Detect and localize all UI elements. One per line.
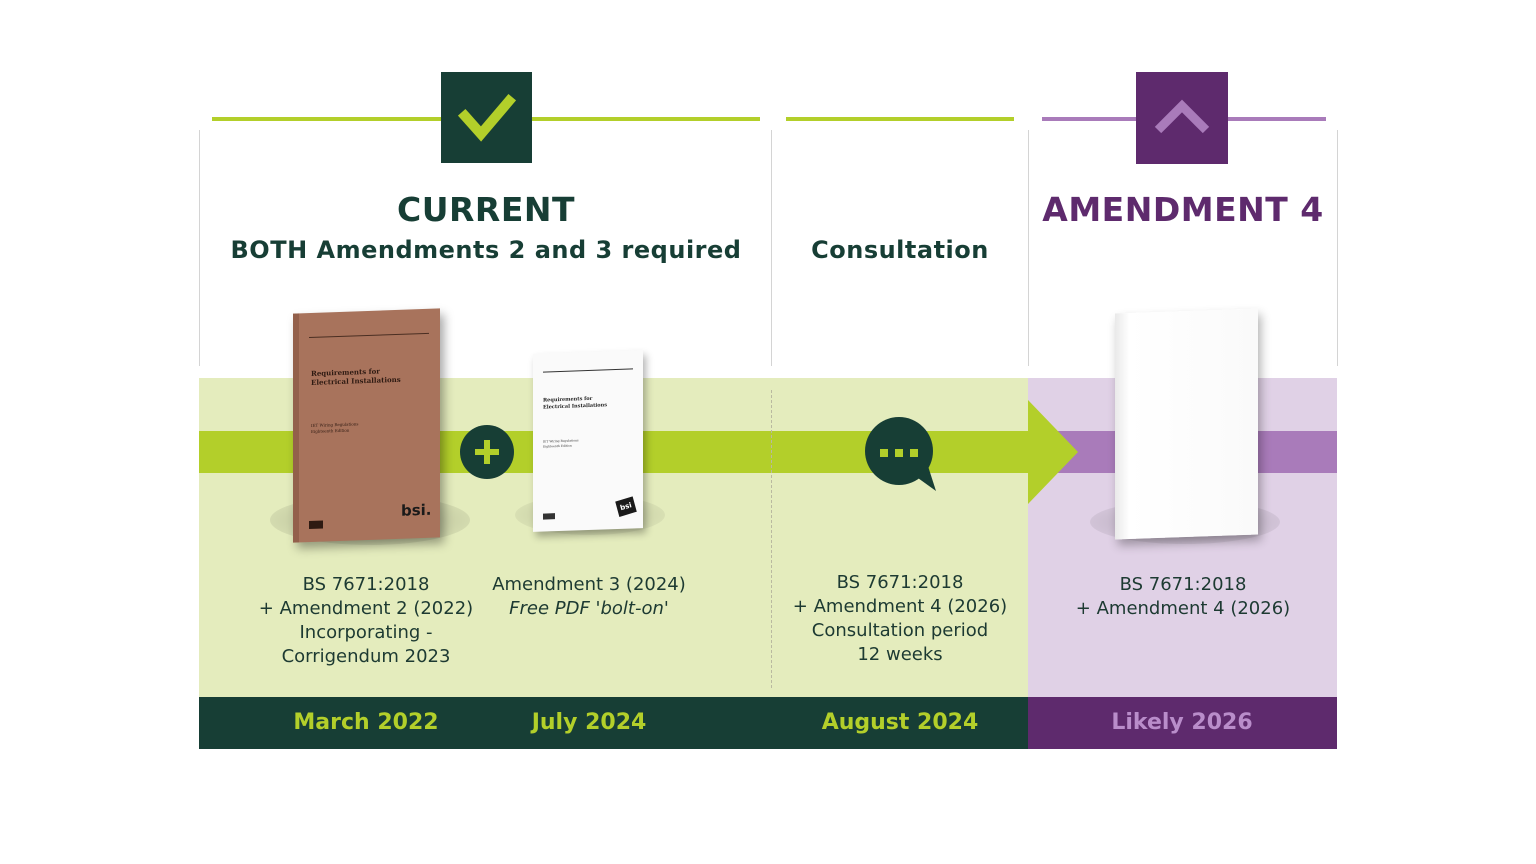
caption-likely-2026-line-2: + Amendment 4 (2026) (1075, 598, 1291, 619)
check-icon (457, 93, 517, 142)
book-amendment3-edition: IET Wiring Regulations Eighteenth Editio… (543, 438, 579, 449)
book-main-title: Requirements for Electrical Installation… (311, 366, 401, 387)
consultation-title: Consultation (811, 236, 989, 264)
book-main-logo-iet (309, 520, 323, 530)
chevron-up-icon (1154, 99, 1210, 134)
caption-march-2022-line-4: Corrigendum 2023 (281, 646, 451, 667)
caption-july-2024: Amendment 3 (2024) Free PDF 'bolt-on' (478, 573, 700, 621)
caption-july-2024-line-2: Free PDF 'bolt-on' (509, 598, 669, 619)
date-march-2022: March 2022 (293, 710, 439, 735)
current-icon-box (441, 72, 532, 163)
book-amendment4-blank (1115, 308, 1258, 540)
book-amendment3: Requirements for Electrical Installation… (533, 350, 643, 532)
caption-likely-2026-line-1: BS 7671:2018 (1119, 574, 1247, 595)
date-august-2024: August 2024 (821, 710, 979, 735)
book-main-publisher: bsi. (401, 500, 432, 520)
caption-march-2022-line-1: BS 7671:2018 (302, 574, 430, 595)
divider-right (1028, 130, 1029, 366)
date-bar-purple (1028, 697, 1337, 749)
amendment4-icon-box (1136, 72, 1228, 164)
divider-mid (771, 130, 772, 366)
caption-likely-2026: BS 7671:2018 + Amendment 4 (2026) (1058, 573, 1308, 621)
caption-august-2024-line-3: Consultation period (811, 620, 989, 641)
divider-end (1337, 130, 1338, 366)
caption-august-2024-line-4: 12 weeks (857, 644, 943, 665)
top-line-consultation (786, 117, 1014, 121)
caption-march-2022-line-3: Incorporating - (299, 622, 433, 643)
date-july-2024: July 2024 (531, 710, 647, 735)
current-subtitle: BOTH Amendments 2 and 3 required (230, 236, 742, 264)
book-amendment3-publisher: bsi (615, 496, 637, 517)
date-bar-green (199, 697, 1028, 749)
speech-bubble-icon (865, 417, 936, 491)
timeline-arrow-head (1028, 400, 1078, 504)
current-title: CURRENT (396, 190, 575, 229)
caption-july-2024-line-1: Amendment 3 (2024) (492, 574, 686, 595)
amendment4-title: AMENDMENT 4 (1042, 190, 1324, 229)
book-main-edition: IET Wiring Regulations Eighteenth Editio… (311, 421, 359, 434)
caption-march-2022-line-2: + Amendment 2 (2022) (258, 598, 474, 619)
plus-icon (460, 425, 514, 479)
date-likely-2026: Likely 2026 (1111, 710, 1253, 735)
book-main-regulations: Requirements for Electrical Installation… (293, 308, 440, 543)
caption-august-2024: BS 7671:2018 + Amendment 4 (2026) Consul… (780, 571, 1020, 667)
caption-august-2024-line-2: + Amendment 4 (2026) (792, 596, 1008, 617)
divider-left (199, 130, 200, 366)
caption-august-2024-line-1: BS 7671:2018 (836, 572, 964, 593)
caption-march-2022: BS 7671:2018 + Amendment 2 (2022) Incorp… (236, 573, 496, 669)
book-amendment3-title: Requirements for Electrical Installation… (543, 395, 608, 411)
consultation-dashed-divider (771, 390, 772, 688)
book-amendment3-logo-iet (543, 513, 555, 520)
